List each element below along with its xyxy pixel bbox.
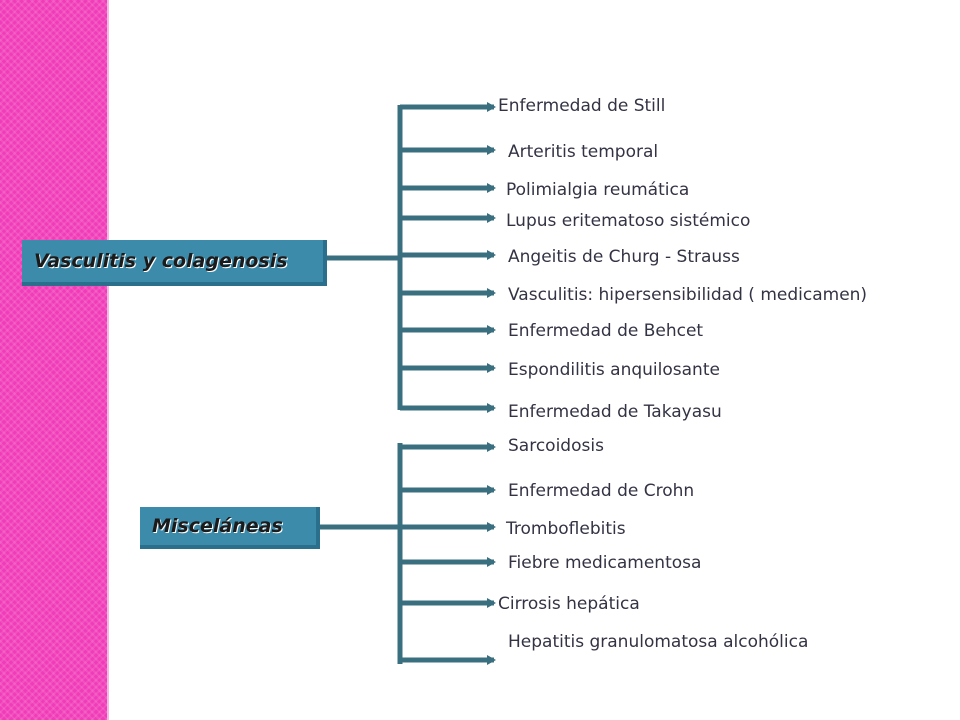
- list-item: Hepatitis granulomatosa alcohólica: [508, 632, 809, 652]
- list-item: Enfermedad de Behcet: [508, 321, 704, 341]
- list-item: Fiebre medicamentosa: [508, 553, 702, 573]
- list-item: Vasculitis: hipersensibilidad ( medicame…: [508, 285, 868, 305]
- category-vasculitis-box: Vasculitis y colagenosis: [22, 240, 327, 286]
- category-miscelaneas-box: Misceláneas: [140, 507, 320, 549]
- list-item: Sarcoidosis: [508, 436, 604, 456]
- list-item: Lupus eritematoso sistémico: [506, 211, 751, 231]
- list-item: Tromboflebitis: [506, 519, 626, 539]
- list-item: Espondilitis anquilosante: [508, 360, 720, 380]
- left-decorative-band: [0, 0, 107, 720]
- band-divider: [107, 0, 109, 720]
- list-item: Arteritis temporal: [508, 142, 659, 162]
- list-item: Enfermedad de Takayasu: [508, 402, 722, 422]
- list-item: Enfermedad de Still: [498, 96, 666, 116]
- category-miscelaneas-label: Misceláneas: [152, 515, 283, 537]
- list-item: Enfermedad de Crohn: [508, 481, 695, 501]
- list-item: Angeitis de Churg - Strauss: [508, 247, 740, 267]
- list-item: Cirrosis hepática: [498, 594, 640, 614]
- category-vasculitis-label: Vasculitis y colagenosis: [34, 250, 288, 272]
- list-item: Polimialgia reumática: [506, 180, 690, 200]
